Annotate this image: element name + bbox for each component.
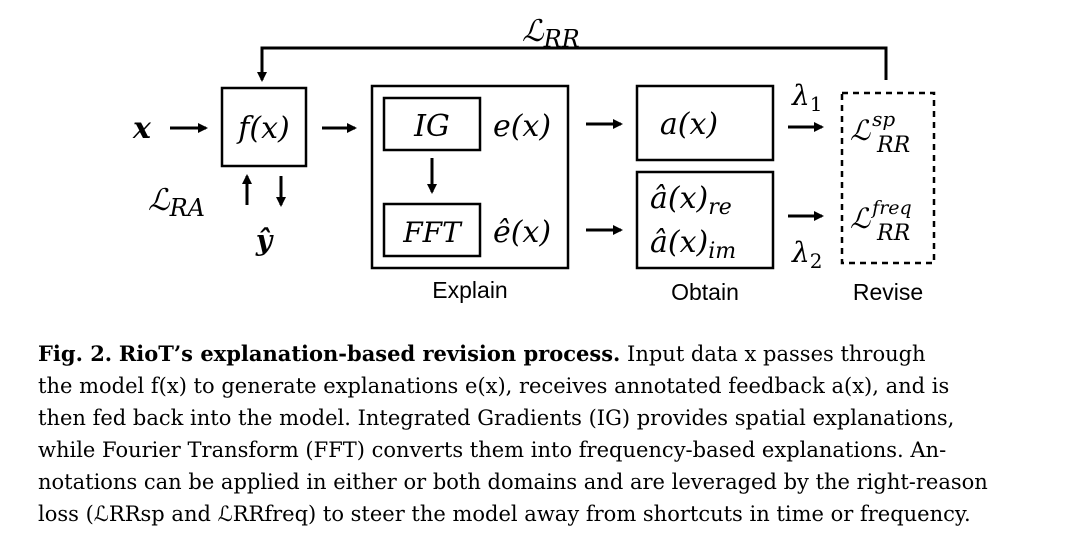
model-label: f(x) — [236, 111, 289, 146]
revision-process-diagram: ℒRR x f(x) ℒRA ŷ IG e(x) FFT ê(x) Explai… — [132, 14, 936, 305]
caption-line-1: Fig. 2. RioT’s explanation-based revisio… — [38, 338, 1048, 370]
stage-revise-label: Revise — [853, 279, 923, 305]
freq-annotation-box — [635, 170, 775, 270]
caption-line-5: notations can be applied in either or bo… — [38, 470, 988, 494]
prediction-label: ŷ — [255, 224, 274, 257]
annotation-box — [635, 84, 775, 162]
fft-explanation-label: ê(x) — [493, 215, 551, 250]
caption-title: RioT’s explanation-based revision proces… — [118, 341, 621, 366]
figure-number: Fig. 2. — [38, 341, 113, 366]
freq-annotation-re-label: â(x)re — [650, 181, 732, 220]
lambda2-label: λ2 — [791, 236, 822, 273]
annotation-label: a(x) — [660, 107, 718, 142]
caption-line-3: then fed back into the model. Integrated… — [38, 406, 955, 430]
stage-explain-label: Explain — [432, 277, 507, 303]
stage-obtain-label: Obtain — [671, 279, 739, 305]
ig-explanation-label: e(x) — [493, 109, 551, 144]
align-loss-label: ℒRA — [148, 183, 205, 222]
input-label: x — [132, 111, 152, 146]
feedback-loop-arrow — [257, 46, 888, 82]
model-box — [220, 86, 308, 168]
revise-box — [840, 91, 936, 265]
ig-label: IG — [413, 109, 450, 144]
fft-box — [382, 202, 482, 258]
lambda1-label: λ1 — [791, 79, 822, 116]
freq-annotation-im-label: â(x)im — [650, 225, 736, 264]
caption-line-6: loss (ℒRRsp and ℒRRfreq) to steer the mo… — [38, 502, 971, 526]
figure-caption: Fig. 2. RioT’s explanation-based revisio… — [38, 338, 1048, 530]
explain-box — [370, 84, 570, 270]
feedback-loss-label: ℒRR — [522, 14, 580, 53]
fft-label: FFT — [402, 216, 463, 249]
ig-box — [382, 96, 482, 152]
caption-text-1: Input data x passes through — [627, 342, 926, 366]
caption-line-2: the model f(x) to generate explanations … — [38, 374, 950, 398]
caption-line-4: while Fourier Transform (FFT) converts t… — [38, 438, 947, 462]
